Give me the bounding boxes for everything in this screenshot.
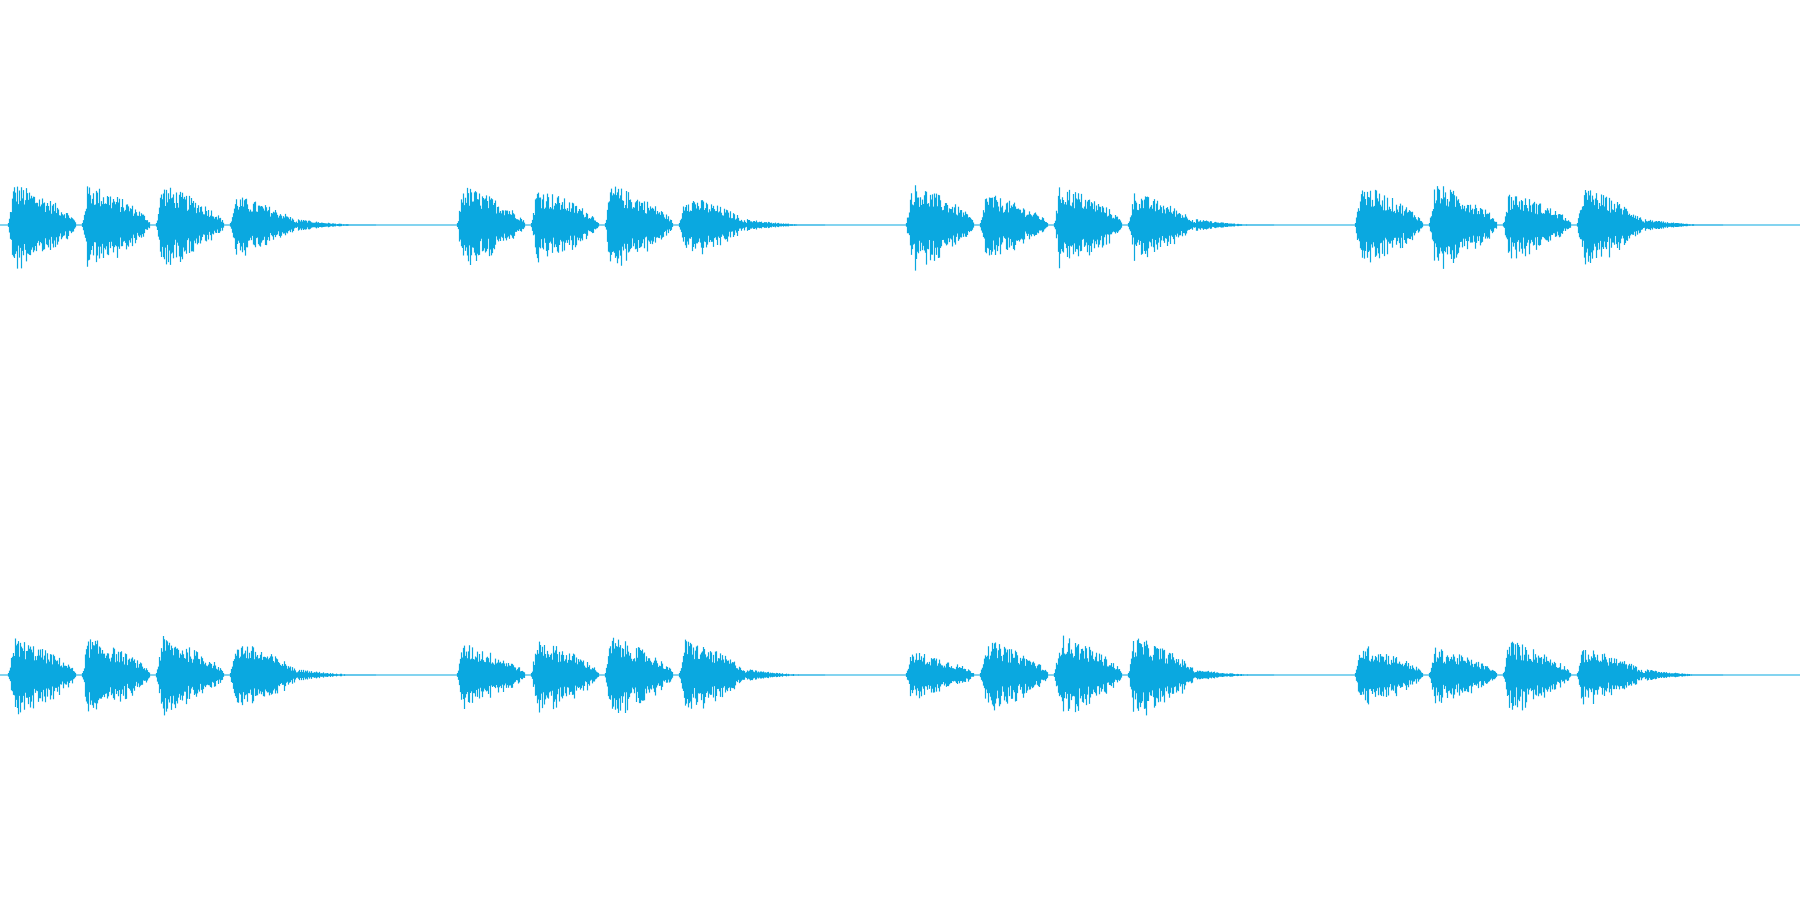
channel-1[interactable] <box>0 185 1800 271</box>
waveform-path <box>905 635 1275 716</box>
waveform-path <box>905 185 1275 271</box>
audio-clip[interactable] <box>905 635 1275 716</box>
audio-clip[interactable] <box>456 637 826 714</box>
audio-clip[interactable] <box>1354 641 1724 711</box>
waveform-path <box>7 636 377 716</box>
waveform-path <box>7 186 377 269</box>
waveform-path <box>456 637 826 714</box>
audio-clip[interactable] <box>7 186 377 269</box>
audio-clip[interactable] <box>1354 186 1724 269</box>
waveform-path <box>1354 186 1724 269</box>
waveform-path <box>456 186 826 266</box>
audio-clip[interactable] <box>905 185 1275 271</box>
audio-clip[interactable] <box>456 186 826 266</box>
waveform-path <box>1354 641 1724 711</box>
audio-clip[interactable] <box>7 636 377 716</box>
channel-2[interactable] <box>0 635 1800 716</box>
